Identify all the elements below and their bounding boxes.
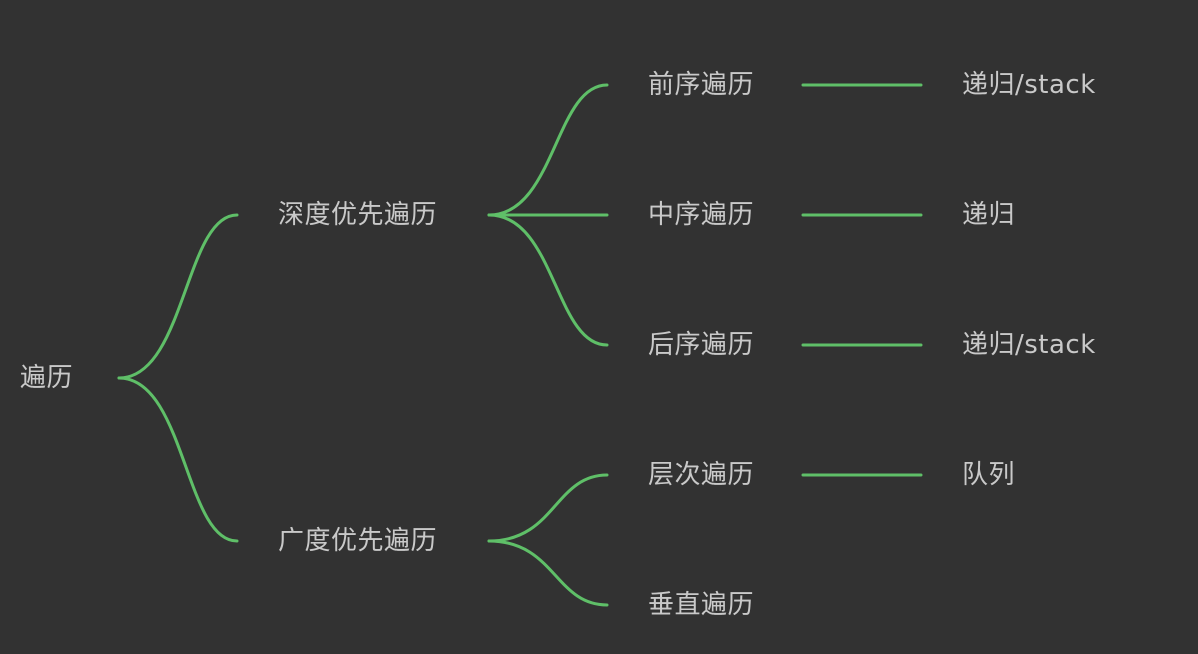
node-inorder-detail[interactable]: 递归 [962,200,1016,230]
node-postorder-detail[interactable]: 递归/stack [962,330,1096,360]
edge-dfs-to-preorder [487,83,609,217]
node-levelorder-detail[interactable]: 队列 [962,460,1016,490]
node-bfs[interactable]: 广度优先遍历 [278,526,438,556]
node-postorder[interactable]: 后序遍历 [648,330,755,360]
node-levelorder[interactable]: 层次遍历 [648,460,755,490]
node-preorder[interactable]: 前序遍历 [648,70,755,100]
node-vertical[interactable]: 垂直遍历 [648,590,755,620]
node-inorder[interactable]: 中序遍历 [648,200,755,230]
edge-root-to-bfs [117,376,239,543]
node-dfs[interactable]: 深度优先遍历 [278,200,438,230]
edge-bfs-to-levelorder [487,473,609,543]
edge-dfs-to-postorder [487,213,609,347]
node-preorder-detail[interactable]: 递归/stack [962,70,1096,100]
node-root[interactable]: 遍历 [20,363,74,393]
edge-bfs-to-vertical [487,539,609,607]
edge-root-to-dfs [117,213,239,380]
